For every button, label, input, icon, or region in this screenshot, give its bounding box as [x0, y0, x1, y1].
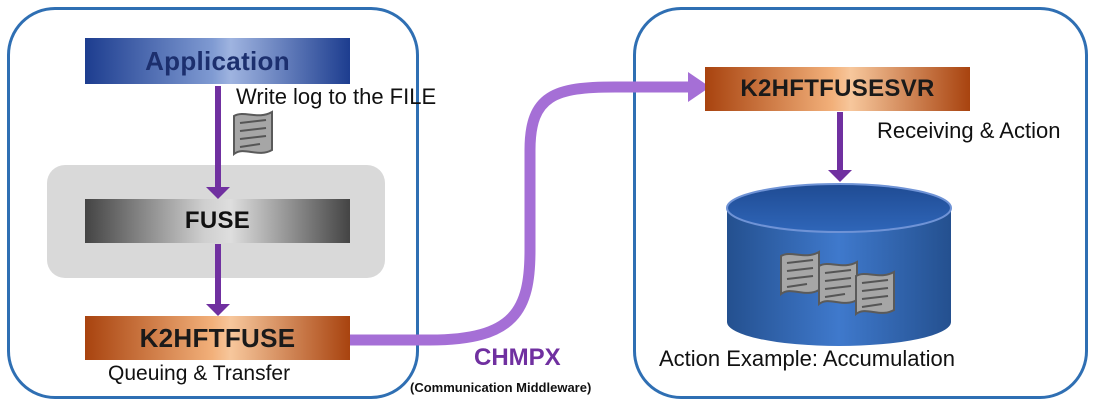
queuing-label: Queuing & Transfer	[108, 362, 291, 385]
write-log-label: Write log to the FILE	[236, 84, 437, 109]
receiving-label: Receiving & Action	[877, 118, 1061, 143]
application-label: Application	[145, 45, 290, 76]
chmpx-sublabel: (Communication Middleware)	[410, 380, 592, 395]
k2hftfuse-box: K2HFTFUSE	[85, 316, 350, 360]
log-file-icon	[233, 111, 273, 155]
chmpx-arrowhead-icon	[688, 72, 710, 102]
k2hftfusesvr-box: K2HFTFUSESVR	[705, 67, 970, 111]
log-file-icon	[780, 251, 820, 295]
chmpx-connection-path	[344, 81, 701, 346]
database-icon	[726, 183, 952, 346]
fuse-box: FUSE	[85, 199, 350, 243]
k2hftfusesvr-label: K2HFTFUSESVR	[740, 75, 935, 102]
action-example-label: Action Example: Accumulation	[659, 346, 955, 371]
down-arrow-icon	[206, 244, 230, 316]
fuse-label: FUSE	[184, 207, 251, 234]
log-file-icon	[855, 271, 895, 315]
log-file-icon	[818, 261, 858, 305]
application-box: Application	[85, 38, 350, 84]
k2hftfuse-label: K2HFTFUSE	[139, 322, 296, 353]
down-arrow-icon	[206, 86, 230, 199]
down-arrow-icon	[828, 112, 852, 182]
chmpx-label: CHMPX	[474, 344, 561, 371]
